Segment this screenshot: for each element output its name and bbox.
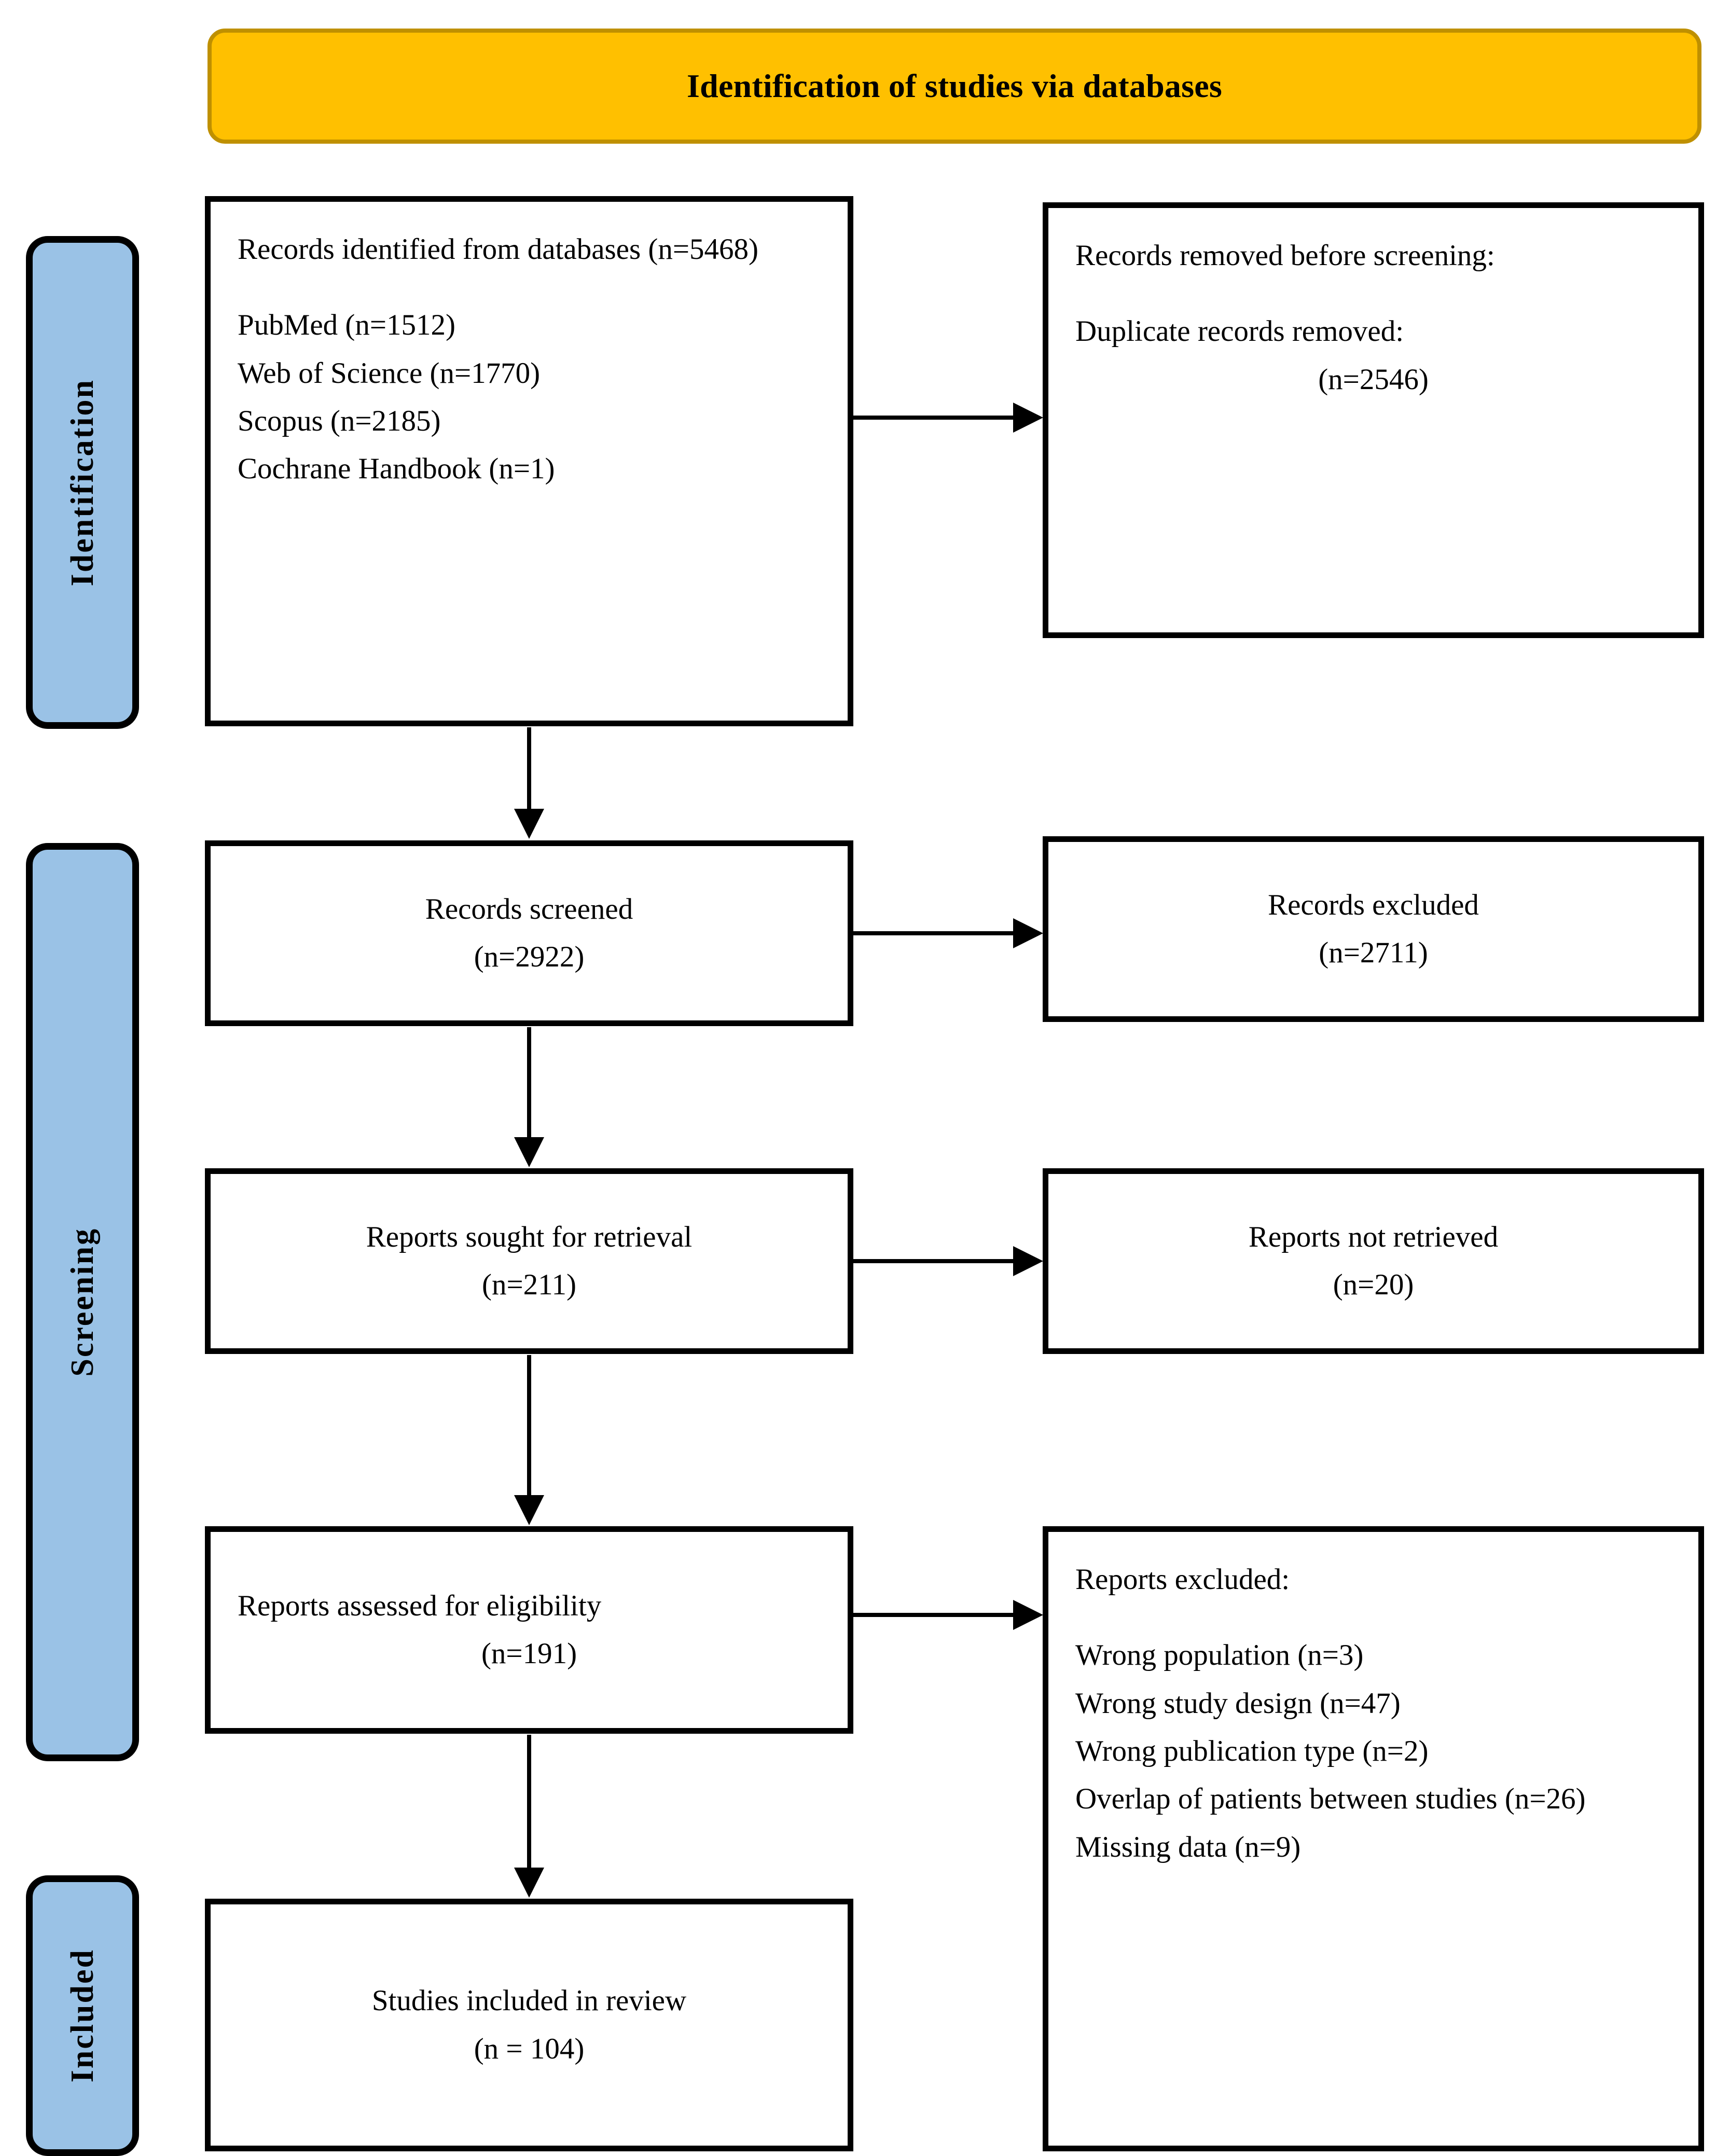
reports-assessed-label: Reports assessed for eligibil­ity: [238, 1589, 602, 1622]
records-screened-label: Records screened: [425, 892, 633, 925]
reports-not-retrieved-count: (n=20): [1333, 1268, 1414, 1301]
box-studies-included: Studies included in review (n = 104): [205, 1899, 853, 2151]
arrow-head: [514, 809, 544, 839]
arrow-head: [514, 1495, 544, 1525]
studies-included-count: (n = 104): [474, 2032, 585, 2065]
arrow-shaft: [853, 1259, 1013, 1263]
arrow-assessed-to-excluded: [853, 1600, 1043, 1630]
phase-label-included: Included: [64, 1948, 100, 2083]
arrow-head: [1013, 403, 1043, 433]
arrow-shaft: [527, 1355, 531, 1495]
exclusion-reason-wrong-population: Wrong population (n=3): [1075, 1639, 1364, 1672]
arrow-shaft: [527, 1027, 531, 1137]
studies-included-label: Studies included in review: [371, 1984, 687, 2017]
box-records-excluded: Records excluded (n=2711): [1043, 836, 1704, 1022]
page-title: Identification of studies via databases: [687, 67, 1222, 104]
arrow-head: [1013, 918, 1043, 948]
phase-bar-identification: Identification: [26, 236, 139, 729]
reports-assessed-count: (n=191): [481, 1637, 577, 1670]
phase-bar-screening: Screening: [26, 843, 139, 1761]
arrow-shaft: [527, 1735, 531, 1868]
arrow-head: [1013, 1600, 1043, 1630]
arrow-shaft: [853, 416, 1013, 420]
box-records-identified: Records identified from da­tabases (n=54…: [205, 196, 853, 726]
spacer: [238, 273, 821, 301]
exclusion-reason-overlap-of-patients: Overlap of patients between studies (n=2…: [1075, 1782, 1586, 1816]
arrow-head: [514, 1868, 544, 1898]
duplicate-records-count: (n=2546): [1318, 363, 1429, 396]
duplicate-records-label: Duplicate records removed:: [1075, 315, 1404, 348]
arrow-sought-to-not-retrieved: [853, 1246, 1043, 1276]
arrow-screened-to-sought: [514, 1027, 544, 1167]
box-reports-sought: Reports sought for retrieval (n=211): [205, 1168, 853, 1354]
arrow-identified-to-screened: [514, 727, 544, 839]
box-reports-excluded: Reports excluded: Wrong population (n=3)…: [1043, 1526, 1704, 2151]
spacer: [1075, 280, 1671, 308]
arrow-assessed-to-included: [514, 1735, 544, 1898]
source-web-of-science: Web of Science (n=1770): [238, 356, 541, 390]
arrow-shaft: [853, 931, 1013, 935]
box-records-screened: Records screened (n=2922): [205, 840, 853, 1026]
spacer: [1075, 1604, 1671, 1632]
arrow-shaft: [527, 727, 531, 809]
reports-sought-count: (n=211): [482, 1268, 576, 1301]
reports-sought-label: Reports sought for retrieval: [366, 1220, 693, 1253]
source-scopus: Scopus (n=2185): [238, 404, 441, 437]
source-pubmed: PubMed (n=1512): [238, 309, 456, 342]
arrow-sought-to-assessed: [514, 1355, 544, 1525]
records-identified-heading: Records identified from da­tabases (n=54…: [238, 233, 759, 266]
phase-bar-included: Included: [26, 1875, 139, 2156]
arrow-head: [1013, 1246, 1043, 1276]
phase-label-screening: Screening: [64, 1227, 100, 1377]
exclusion-reason-wrong-publication-type: Wrong publication type (n=2): [1075, 1734, 1429, 1767]
arrow-identified-to-removed: [853, 403, 1043, 433]
reports-excluded-heading: Reports excluded:: [1075, 1563, 1290, 1596]
records-screened-count: (n=2922): [474, 941, 585, 973]
phase-label-identification: Identification: [64, 378, 100, 587]
box-records-removed: Records removed before screening: Duplic…: [1043, 202, 1704, 638]
arrow-head: [514, 1137, 544, 1167]
exclusion-reason-missing-data: Missing data (n=9): [1075, 1830, 1301, 1863]
records-excluded-count: (n=2711): [1319, 936, 1428, 969]
records-excluded-label: Records excluded: [1268, 888, 1479, 921]
box-reports-not-retrieved: Reports not retrieved (n=20): [1043, 1168, 1704, 1354]
arrow-screened-to-excluded: [853, 918, 1043, 948]
box-reports-assessed: Reports assessed for eligibil­ity (n=191…: [205, 1526, 853, 1734]
arrow-shaft: [853, 1613, 1013, 1617]
exclusion-reason-wrong-study-design: Wrong study design (n=47): [1075, 1687, 1401, 1720]
source-cochrane-handbook: Cochrane Handbook (n=1): [238, 452, 555, 486]
records-removed-heading: Records removed before screening:: [1075, 239, 1495, 272]
reports-not-retrieved-label: Reports not retrieved: [1248, 1220, 1499, 1253]
header-banner: Identification of studies via databases: [207, 29, 1701, 144]
